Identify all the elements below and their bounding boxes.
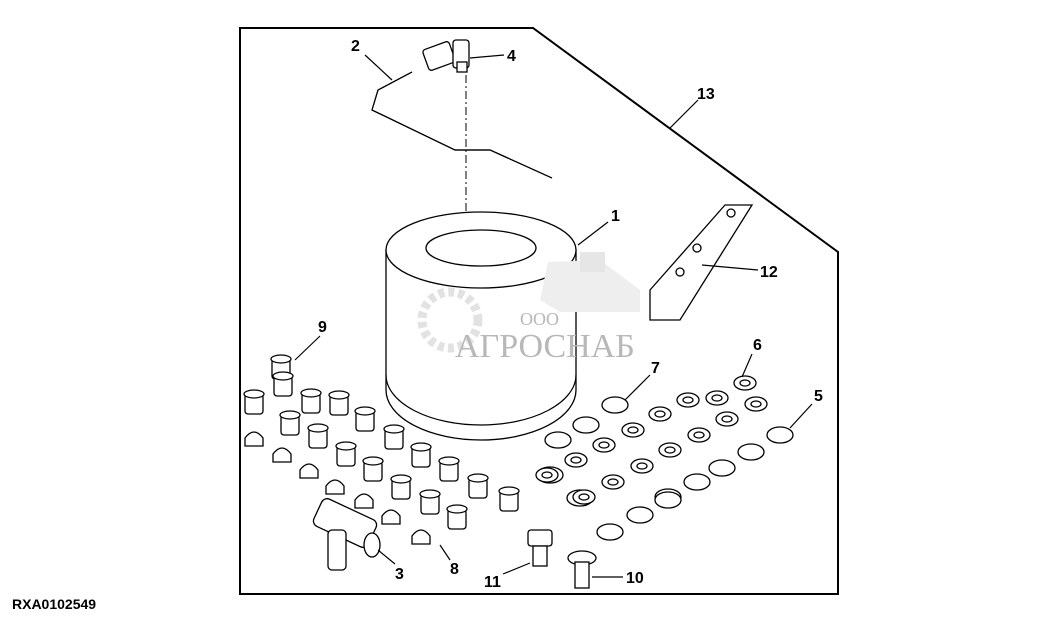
cap-top	[467, 473, 489, 483]
washer-hole	[664, 446, 676, 454]
cap-top	[279, 410, 301, 420]
cap-nut	[299, 463, 319, 479]
callout-9: 9	[318, 319, 327, 336]
watermark-combine-cab	[580, 252, 605, 272]
cap-nut	[272, 447, 292, 463]
tee-fitting	[312, 498, 381, 571]
bolt-11	[527, 529, 553, 567]
washer-hole	[750, 400, 762, 408]
watermark-gear	[417, 287, 483, 353]
plug	[708, 459, 736, 477]
cap-nut	[244, 431, 264, 447]
cap-top	[419, 489, 441, 499]
cap-nut	[381, 509, 401, 525]
callout-6: 6	[753, 337, 762, 354]
plug	[766, 426, 794, 444]
washer-hole	[682, 396, 694, 404]
washer-hole	[578, 493, 590, 501]
cap-top	[438, 456, 460, 466]
cap-top	[383, 424, 405, 434]
washer-hole	[739, 379, 751, 387]
watermark-combine	[540, 260, 640, 312]
plug	[683, 473, 711, 491]
plug	[737, 443, 765, 461]
cap-top	[335, 441, 357, 451]
washer-hole	[711, 394, 723, 402]
cap-top	[390, 474, 412, 484]
callout-2: 2	[351, 38, 360, 55]
washer-hole	[627, 426, 639, 434]
watermark-prefix: ООО	[520, 309, 559, 329]
plug	[544, 431, 572, 449]
plug	[626, 506, 654, 524]
callout-1: 1	[611, 208, 620, 225]
cap-top	[270, 354, 292, 364]
cap-top	[307, 423, 329, 433]
cap-top	[446, 504, 468, 514]
diagram-frame	[239, 27, 839, 595]
cap-top	[328, 390, 350, 400]
washer-hole	[654, 410, 666, 418]
elbow-fitting	[422, 39, 470, 73]
cap-top	[272, 371, 294, 381]
plug	[601, 396, 629, 414]
callout-8: 8	[450, 561, 459, 578]
leader-lines	[294, 54, 813, 578]
washer-hole	[721, 415, 733, 423]
plug	[572, 416, 600, 434]
callout-5: 5	[814, 388, 823, 405]
callout-4: 4	[507, 48, 516, 65]
washer-hole	[693, 431, 705, 439]
washer-hole	[598, 441, 610, 449]
washer-hole	[570, 456, 582, 464]
callout-10: 10	[626, 570, 644, 587]
plug	[596, 523, 624, 541]
cap-top	[410, 442, 432, 452]
cap-top	[354, 406, 376, 416]
cap-top	[362, 456, 384, 466]
bracket	[649, 204, 754, 321]
callout-12: 12	[760, 264, 778, 281]
watermark-logo: ООО АГРОСНАБ	[417, 252, 640, 365]
callout-13: 13	[697, 86, 715, 103]
cap-nut	[411, 529, 431, 545]
small-parts	[243, 354, 794, 545]
hose	[371, 71, 553, 179]
o-ring	[654, 491, 682, 509]
watermark-name: АГРОСНАБ	[455, 328, 635, 365]
cap-top	[498, 486, 520, 496]
washer-hole	[607, 478, 619, 486]
cap-top	[243, 389, 265, 399]
callout-3: 3	[395, 566, 404, 583]
callout-7: 7	[651, 360, 660, 377]
cap-nut	[354, 493, 374, 509]
cap-nut	[325, 479, 345, 495]
washer-hole	[541, 471, 553, 479]
washer-hole	[636, 462, 648, 470]
callout-11: 11	[484, 574, 501, 591]
hose-inner	[371, 71, 553, 179]
figure-id: RXA0102549	[12, 596, 96, 612]
cap-top	[300, 388, 322, 398]
bolt-10	[567, 550, 597, 589]
